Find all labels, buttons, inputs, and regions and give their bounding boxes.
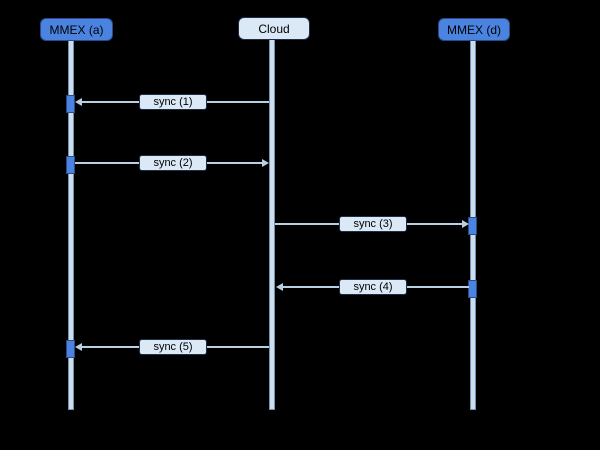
activation-mmex-d-2	[468, 280, 477, 298]
message-label: sync (1)	[139, 94, 207, 110]
message-label: sync (5)	[139, 339, 207, 355]
activation-mmex-a-1	[66, 95, 75, 113]
actor-cloud: Cloud	[238, 17, 310, 40]
message-label: sync (3)	[339, 216, 407, 232]
arrow-right-icon	[262, 159, 269, 167]
message-label: sync (2)	[139, 155, 207, 171]
message-label: sync (4)	[339, 279, 407, 295]
arrow-left-icon	[276, 283, 283, 291]
activation-mmex-d-1	[468, 217, 477, 235]
actor-mmex-a: MMEX (a)	[40, 18, 113, 41]
arrow-left-icon	[75, 98, 82, 106]
activation-mmex-a-2	[66, 156, 75, 174]
activation-mmex-a-3	[66, 340, 75, 358]
arrow-left-icon	[75, 343, 82, 351]
actor-mmex-d: MMEX (d)	[438, 18, 510, 41]
arrow-right-icon	[462, 220, 469, 228]
